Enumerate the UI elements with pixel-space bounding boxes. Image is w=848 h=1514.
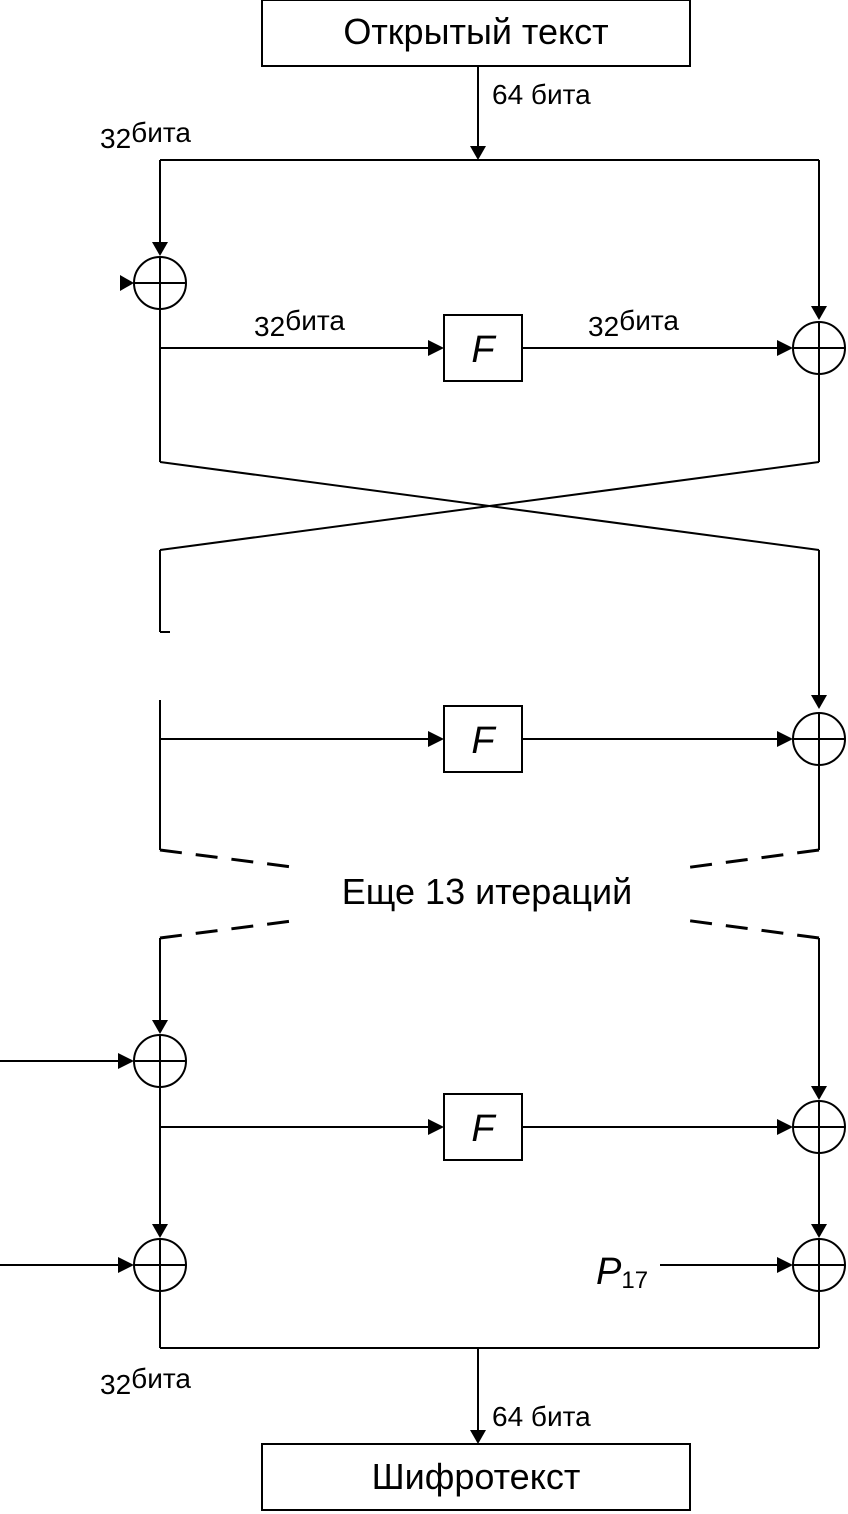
arrowhead-icon: [777, 1257, 793, 1273]
label-32-unit: бита: [131, 117, 191, 148]
plaintext-label: Открытый текст: [343, 11, 608, 52]
arrowhead-icon: [811, 306, 827, 320]
xor-circle-plus-icon: [792, 1238, 846, 1292]
arrowhead-icon: [118, 1257, 134, 1273]
label-32-num: 32: [254, 311, 285, 342]
label-64-bit-out: 64 бита: [492, 1401, 591, 1432]
xor-circle-plus-icon: [133, 1034, 187, 1088]
arrowhead-icon: [118, 1053, 134, 1069]
f-function-box: F: [443, 1093, 523, 1161]
f-function-label: F: [471, 1108, 496, 1150]
label-32-bit-bottom-left: 32бита: [100, 1363, 191, 1400]
arrowhead-icon: [777, 340, 793, 356]
arrowhead-icon: [428, 1119, 444, 1135]
subkey-base: P: [596, 1251, 622, 1293]
arrowhead-icon: [428, 340, 444, 356]
label-32-bit-mid-left: 32бита: [254, 305, 345, 342]
label-32-bit-top-left: 32бита: [100, 117, 191, 154]
f-function-label: F: [471, 329, 496, 371]
xor-circle-plus-icon: [133, 256, 187, 310]
arrowhead-icon: [152, 242, 168, 256]
dashed-cross-line: [683, 848, 820, 870]
plaintext-box: Открытый текст: [261, 0, 691, 67]
label-64-bit-in: 64 бита: [492, 79, 591, 110]
arrowhead-icon: [152, 1020, 168, 1034]
f-function-box: F: [443, 314, 523, 382]
label-32-unit: бита: [285, 305, 345, 336]
label-32-num: 32: [100, 1369, 131, 1400]
xor-circle-plus-icon: [133, 1238, 187, 1292]
dashed-cross-line: [159, 848, 301, 870]
label-32-num: 32: [100, 123, 131, 154]
label-32-unit: бита: [131, 1363, 191, 1394]
dashed-cross-line: [683, 918, 820, 940]
f-function-box: F: [443, 705, 523, 773]
iterations-note: Еще 13 итераций: [342, 871, 632, 912]
arrowhead-icon: [777, 1119, 793, 1135]
arrowhead-icon: [120, 275, 134, 291]
subkey-p17-label: P17: [596, 1251, 648, 1294]
arrowhead-icon: [811, 1224, 827, 1238]
arrowhead-icon: [811, 1086, 827, 1100]
xor-circle-plus-icon: [792, 321, 846, 375]
f-function-label: F: [471, 720, 496, 762]
ciphertext-box: Шифротекст: [261, 1443, 691, 1511]
arrowhead-icon: [428, 731, 444, 747]
ciphertext-label: Шифротекст: [372, 1456, 581, 1497]
arrowhead-icon: [470, 146, 486, 160]
arrowhead-icon: [470, 1430, 486, 1444]
label-32-unit: бита: [619, 305, 679, 336]
arrowhead-icon: [777, 731, 793, 747]
xor-circle-plus-icon: [792, 712, 846, 766]
label-32-num: 32: [588, 311, 619, 342]
arrowhead-icon: [811, 695, 827, 709]
label-32-bit-mid-right: 32бита: [588, 305, 679, 342]
dashed-cross-line: [159, 918, 301, 940]
xor-circle-plus-icon: [792, 1100, 846, 1154]
arrowhead-icon: [152, 1224, 168, 1238]
swap-cross-line: [159, 461, 820, 551]
subkey-sub: 17: [621, 1267, 648, 1294]
